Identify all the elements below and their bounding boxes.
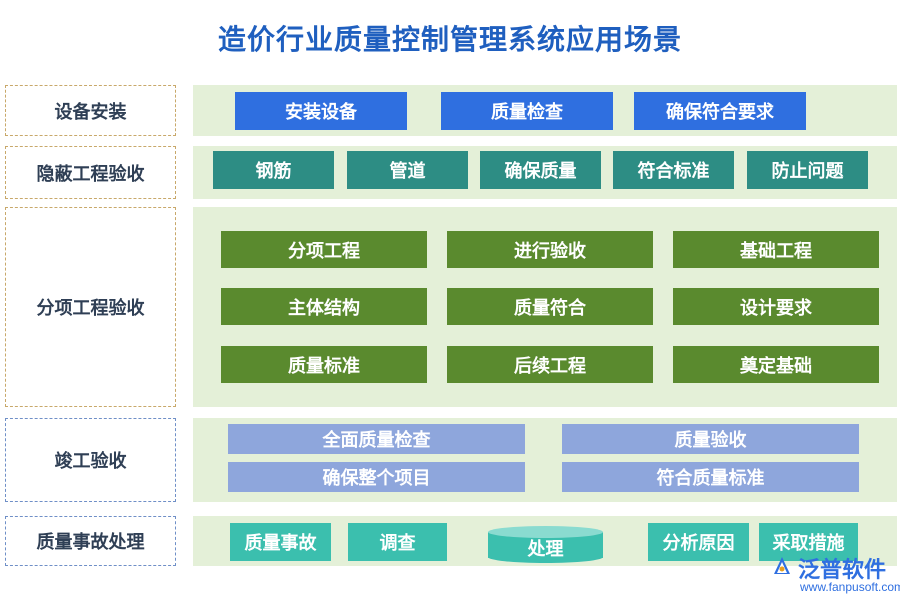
step-take-measures: 采取措施 xyxy=(759,523,858,561)
row-label-completion-acceptance: 竣工验收 xyxy=(5,418,176,502)
step-prevent-problems: 防止问题 xyxy=(747,151,868,189)
step-quality-check: 质量检查 xyxy=(441,92,613,130)
step-pipes: 管道 xyxy=(347,151,468,189)
step-quality-acceptance: 质量验收 xyxy=(562,424,859,454)
step-ensure-quality: 确保质量 xyxy=(480,151,601,189)
brand-url: www.fanpusoft.com xyxy=(800,580,900,594)
step-quality-standards: 质量标准 xyxy=(221,346,427,383)
step-handling: 处理 xyxy=(527,539,564,559)
step-analyze-cause: 分析原因 xyxy=(648,523,749,561)
step-rebar: 钢筋 xyxy=(213,151,334,189)
step-comprehensive-quality-check: 全面质量检查 xyxy=(228,424,525,454)
row-label-quality-accident-handling: 质量事故处理 xyxy=(5,516,176,566)
step-meet-quality-standards: 符合质量标准 xyxy=(562,462,859,492)
step-ensure-whole-project: 确保整个项目 xyxy=(228,462,525,492)
row-panel-quality-accident-handling: 质量事故 调查 处理 分析原因 采取措施 xyxy=(193,516,897,566)
step-handling-cylinder: 处理 xyxy=(488,526,603,563)
step-conduct-acceptance: 进行验收 xyxy=(447,231,653,268)
row-panel-completion-acceptance: 全面质量检查 质量验收 确保整个项目 符合质量标准 xyxy=(193,418,897,502)
step-main-structure: 主体结构 xyxy=(221,288,427,325)
step-design-requirements: 设计要求 xyxy=(673,288,879,325)
step-subsequent-works: 后续工程 xyxy=(447,346,653,383)
brand-name: 泛普软件 xyxy=(798,557,887,582)
step-install-equipment: 安装设备 xyxy=(235,92,407,130)
row-label-equipment-installation: 设备安装 xyxy=(5,85,176,136)
step-foundation-works: 基础工程 xyxy=(673,231,879,268)
step-subitem-works: 分项工程 xyxy=(221,231,427,268)
row-label-concealed-works-acceptance: 隐蔽工程验收 xyxy=(5,146,176,199)
row-label-subitem-acceptance: 分项工程验收 xyxy=(5,207,176,407)
step-ensure-compliance: 确保符合要求 xyxy=(634,92,806,130)
row-panel-equipment-installation: 安装设备 质量检查 确保符合要求 xyxy=(193,85,897,136)
page-title: 造价行业质量控制管理系统应用场景 xyxy=(217,24,682,55)
step-quality-conformance: 质量符合 xyxy=(447,288,653,325)
step-lay-foundation: 奠定基础 xyxy=(673,346,879,383)
row-panel-subitem-acceptance: 分项工程 进行验收 基础工程 主体结构 质量符合 设计要求 质量标准 后续工程 … xyxy=(193,207,897,407)
step-meet-standards: 符合标准 xyxy=(613,151,734,189)
step-quality-accident: 质量事故 xyxy=(230,523,331,561)
brand-mark-icon xyxy=(774,557,790,574)
step-investigation: 调查 xyxy=(348,523,447,561)
row-panel-concealed-works-acceptance: 钢筋 管道 确保质量 符合标准 防止问题 xyxy=(193,146,897,199)
brand-logo: 泛普软件 www.fanpusoft.com xyxy=(770,552,900,597)
